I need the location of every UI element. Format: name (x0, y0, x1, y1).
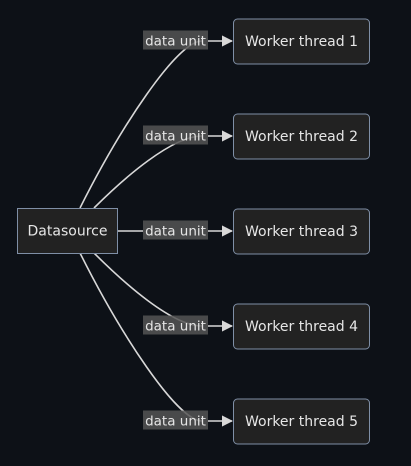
node-box (233, 398, 370, 445)
edge-4: data unit (93, 252, 234, 335)
node-worker-3[interactable]: Worker thread 3 (233, 208, 370, 255)
node-worker-5[interactable]: Worker thread 5 (233, 398, 370, 445)
edge-1: data unit (79, 30, 234, 209)
edge-line (93, 135, 203, 209)
edge-5: data unit (79, 252, 234, 430)
edge-label: data unit (145, 34, 206, 50)
edge-label-background (143, 315, 208, 335)
node-box (233, 113, 370, 160)
edge-label-background (143, 410, 208, 430)
node-label: Worker thread 2 (245, 129, 358, 145)
node-box (233, 303, 370, 350)
edge-2: data unit (93, 125, 234, 209)
node-label: Worker thread 5 (245, 414, 358, 430)
edge-line (79, 252, 203, 422)
nodes: Datasource Worker thread 1 Worker thread 2… (17, 18, 370, 445)
node-box (17, 208, 118, 254)
node-box (233, 18, 370, 65)
edge-label: data unit (145, 129, 206, 145)
edge-label-background (143, 125, 208, 145)
node-worker-1[interactable]: Worker thread 1 (233, 18, 370, 65)
edges: data unit data unit data unit data unit data… (79, 30, 234, 430)
node-label: Datasource (28, 224, 108, 240)
edge-label-background (143, 220, 208, 240)
edge-label: data unit (145, 319, 206, 335)
edge-label-background (143, 30, 208, 50)
node-label: Worker thread 3 (245, 224, 358, 240)
edge-label: data unit (145, 224, 206, 240)
node-worker-4[interactable]: Worker thread 4 (233, 303, 370, 350)
edge-line (93, 252, 203, 327)
node-box (233, 208, 370, 255)
edge-3: data unit (117, 220, 234, 240)
node-datasource[interactable]: Datasource (17, 208, 118, 254)
node-label: Worker thread 1 (245, 34, 358, 50)
edge-line (79, 40, 203, 209)
edge-label: data unit (145, 414, 206, 430)
node-worker-2[interactable]: Worker thread 2 (233, 113, 370, 160)
node-label: Worker thread 4 (245, 319, 358, 335)
